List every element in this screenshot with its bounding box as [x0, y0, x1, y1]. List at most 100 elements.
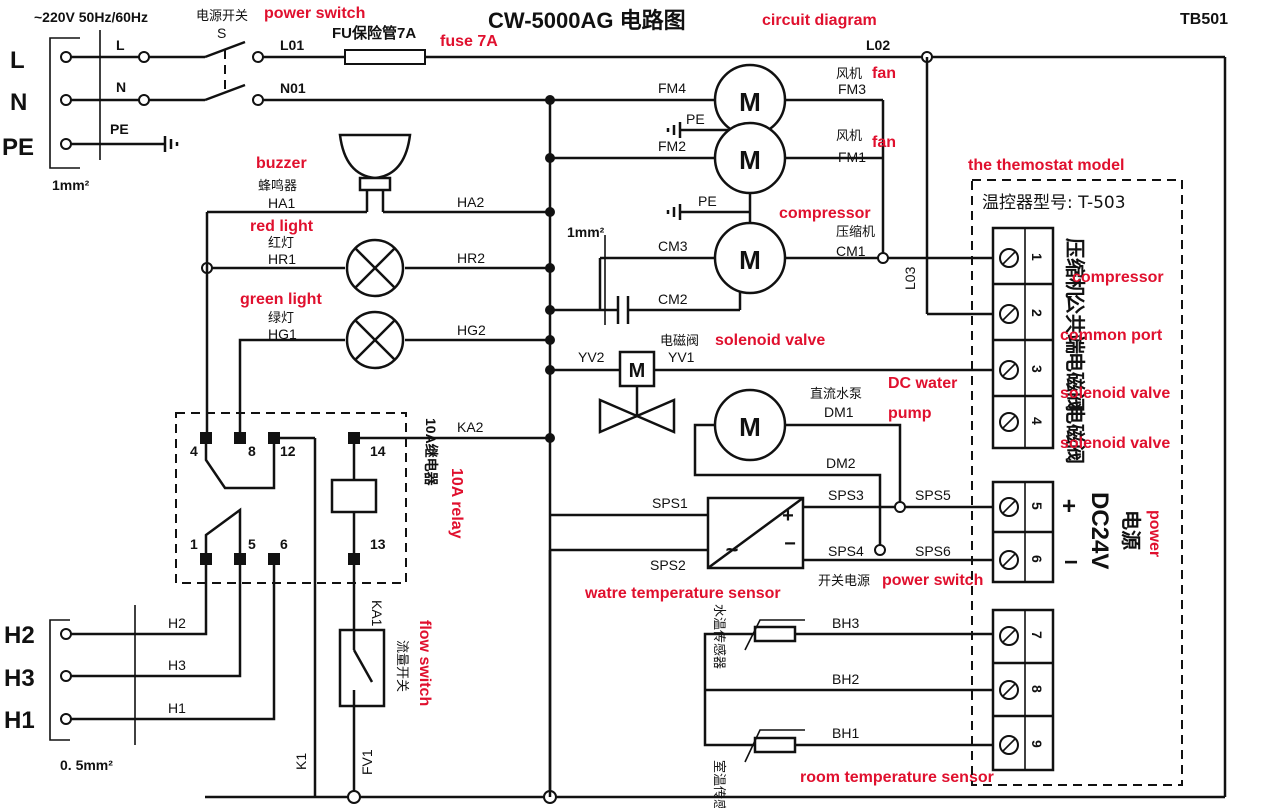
- terminal-pin-1: 1: [1029, 253, 1045, 261]
- wire-H3: [71, 565, 242, 678]
- node-BH1: BH1: [832, 725, 859, 741]
- node-SPS1: SPS1: [652, 495, 688, 511]
- water-sensor-en: watre temperature sensor: [584, 585, 781, 602]
- compressor-motor: M: [713, 221, 787, 295]
- room-sensor-en: room temperature sensor: [800, 769, 994, 786]
- port1-cn: 压缩机: [1063, 238, 1087, 298]
- node-H3: H3: [168, 657, 186, 673]
- green-light-en: green light: [240, 291, 322, 308]
- fan-motor-2: M: [713, 121, 787, 195]
- fan1-en: fan: [872, 65, 896, 82]
- dc24v-label: DC24V: [1086, 492, 1113, 569]
- relay-pin-4: 4: [190, 443, 198, 459]
- relay-pin-1: 1: [190, 536, 198, 552]
- terminal-PE-label: PE: [2, 134, 34, 161]
- dc-plus: +: [1062, 493, 1076, 520]
- title-en: circuit diagram: [762, 12, 877, 29]
- terminal-pin-3: 3: [1029, 365, 1045, 373]
- node-BH3: BH3: [832, 615, 859, 631]
- motor-letter-fan2: M: [739, 145, 761, 175]
- psu-en: power switch: [882, 572, 983, 589]
- wire-H1: [71, 565, 276, 721]
- relay-contact-lower: [204, 507, 242, 553]
- node-FM1: FM1: [838, 149, 866, 165]
- relay-pin-13: 13: [370, 536, 386, 552]
- terminal-H2-label: H2: [4, 622, 35, 649]
- thermostat-model: 温控器型号: T-503: [982, 193, 1126, 213]
- terminal-pin-2: 2: [1029, 309, 1045, 317]
- relay-contact-upper: [204, 444, 276, 490]
- dc-pump-motor: M: [713, 388, 787, 462]
- motor-letter-compressor: M: [739, 245, 761, 275]
- port2-en: common port: [1060, 327, 1163, 344]
- node-K1: K1: [293, 753, 309, 770]
- node-SPS6: SPS6: [915, 543, 951, 559]
- pump-cn: 直流水泵: [810, 387, 862, 402]
- relay-en: 10A relay: [448, 468, 465, 539]
- valve-en: solenoid valve: [715, 332, 825, 349]
- node-DM2: DM2: [826, 455, 856, 471]
- relay-coil: [330, 478, 378, 514]
- switch-cn: 电源开关: [196, 9, 248, 24]
- page-title: CW-5000AG 电路图: [488, 8, 686, 33]
- power-cn: 电源: [1119, 510, 1143, 550]
- node-HR2: HR2: [457, 250, 485, 266]
- terminal-pin-9: 9: [1029, 740, 1045, 748]
- switching-power-supply: + − ~: [706, 496, 805, 570]
- node-BH2: BH2: [832, 671, 859, 687]
- node-CM3: CM3: [658, 238, 688, 254]
- node-HG2: HG2: [457, 322, 486, 338]
- valve-cn: 电磁阀: [660, 334, 699, 349]
- compressor-cn: 压缩机: [836, 224, 875, 240]
- h-wire-gauge: 0. 5mm²: [60, 757, 113, 773]
- node-SPS2: SPS2: [650, 557, 686, 573]
- buzzer-en: buzzer: [256, 155, 307, 172]
- red-lamp-icon: [345, 238, 405, 298]
- terminal-pin-6: 6: [1029, 555, 1045, 563]
- terminal-pin-8: 8: [1029, 685, 1045, 693]
- port4-en: solenoid valve: [1060, 435, 1170, 452]
- node-KA1: KA1: [369, 600, 385, 627]
- switch-ref: S: [217, 25, 226, 41]
- fuse-en: fuse 7A: [440, 33, 498, 50]
- fan1-cn: 风机: [836, 67, 862, 82]
- relay-pin-14: 14: [370, 443, 386, 459]
- terminal-L: [60, 51, 72, 63]
- relay-cn: 10A继电器: [423, 418, 439, 487]
- room-sensor-cn: 室温传感器: [711, 760, 727, 808]
- wire-H2: [71, 565, 208, 636]
- node-FV1: FV1: [359, 749, 375, 775]
- thermostat-en: the themostat model: [968, 157, 1124, 174]
- port3-cn: 电磁阀: [1063, 352, 1087, 412]
- node-FM2: FM2: [658, 138, 686, 154]
- water-sensor-cn: 水温传感器: [711, 604, 727, 669]
- solenoid-valve-icon: M: [598, 350, 676, 434]
- relay-pin-12: 12: [280, 443, 296, 459]
- terminal-pin-4: 4: [1029, 417, 1045, 425]
- node-CM2: CM2: [658, 291, 688, 307]
- terminal-PE: [60, 138, 72, 150]
- terminal-N: [60, 94, 72, 106]
- node-L01: L01: [280, 37, 304, 53]
- node-KA2: KA2: [457, 419, 484, 435]
- node-H2: H2: [168, 615, 186, 631]
- buzzer-icon: [338, 133, 412, 192]
- cap-wire-gauge: 1mm²: [567, 224, 605, 240]
- fuse-symbol: [344, 49, 426, 65]
- node-CM1: CM1: [836, 243, 866, 259]
- svg-text:~: ~: [726, 537, 739, 562]
- terminal-H3-label: H3: [4, 665, 35, 692]
- node-SPS3: SPS3: [828, 487, 864, 503]
- fuse-label: FU保险管7A: [332, 24, 416, 42]
- pump-en-1: DC water: [888, 375, 957, 392]
- mains-connector-bracket: [49, 37, 80, 169]
- green-light-cn: 绿灯: [268, 311, 294, 326]
- psu-minus: −: [784, 533, 796, 555]
- red-light-cn: 红灯: [268, 235, 294, 251]
- flow-switch-en: flow switch: [416, 620, 433, 706]
- terminal-H1-label: H1: [4, 707, 35, 734]
- supply-label: ~220V 50Hz/60Hz: [34, 9, 148, 25]
- h-connector-bracket: [49, 619, 70, 741]
